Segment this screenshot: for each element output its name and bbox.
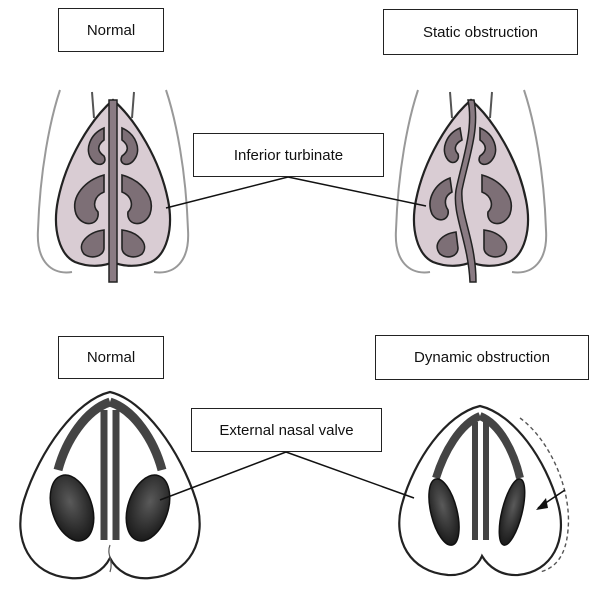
label-static-obstruction: Static obstruction (383, 9, 578, 55)
turbinate-pointer-right (288, 177, 426, 206)
valve-pointer-right (286, 452, 414, 498)
static-obstruction-nose (396, 90, 546, 282)
normal-nose-top (38, 90, 188, 282)
label-external-nasal-valve: External nasal valve (191, 408, 382, 452)
label-inferior-turbinate: Inferior turbinate (193, 133, 384, 177)
normal-nose-bottom (20, 392, 199, 578)
label-normal-top: Normal (58, 8, 164, 52)
label-dynamic-obstruction: Dynamic obstruction (375, 335, 589, 380)
dynamic-obstruction-nose (399, 406, 568, 575)
label-normal-bottom: Normal (58, 336, 164, 379)
